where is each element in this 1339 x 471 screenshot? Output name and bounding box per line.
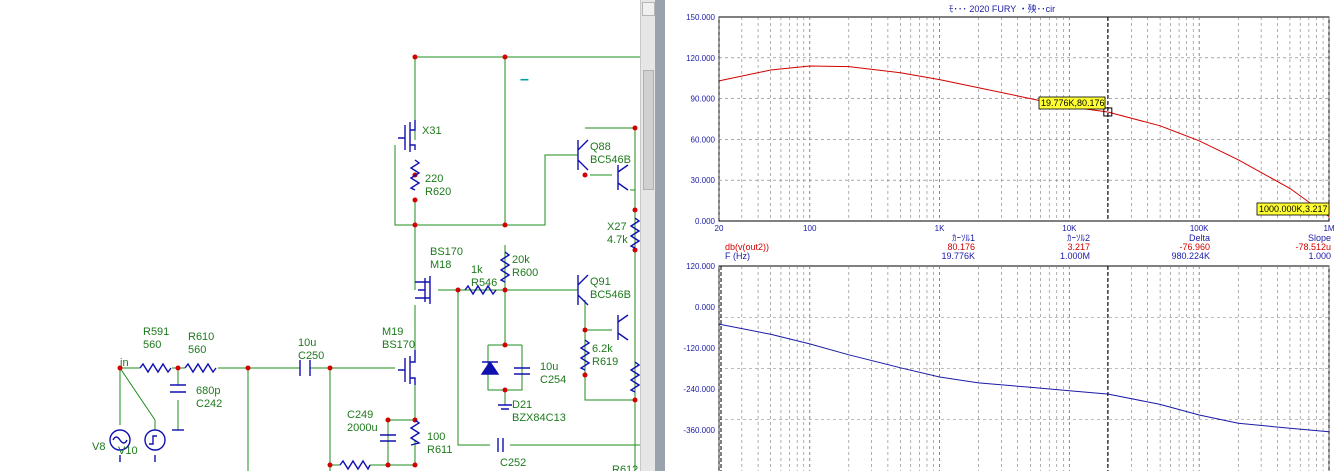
part-label-c242: C242 — [196, 398, 222, 410]
readout-header-1: ｶｰｿﾙ1 — [952, 233, 975, 243]
part-label-c254: C254 — [540, 374, 566, 386]
part-label-m18: M18 — [430, 259, 451, 271]
part-label-v10: V10 — [118, 445, 138, 457]
y-tick-label: 150.000 — [686, 13, 715, 22]
schematic-canvas[interactable]: – X31220R620Q88BC546BX274.7kBS170M181kR5… — [0, 0, 640, 471]
x-tick-label: 100K — [1190, 224, 1209, 233]
part-label-c250: C250 — [298, 350, 324, 362]
part-label-r611: R611 — [427, 444, 452, 456]
scroll-up-button[interactable] — [642, 2, 655, 16]
top-x-tick-labels: 20 100 1K 10K 100K 1M — [715, 224, 1335, 233]
part-label-m19: BS170 — [382, 339, 415, 351]
top-plot[interactable]: ﾓ･･･ 2020 FURY ・殃･･cir 150.000 120.000 90.… — [686, 4, 1335, 233]
part-label-r620: R620 — [425, 186, 451, 198]
bottom-grid — [718, 266, 1330, 471]
x-tick-label: 10K — [1062, 224, 1077, 233]
y-tick-label: 120.000 — [686, 262, 715, 271]
part-label-r612: R612 — [612, 464, 638, 471]
readout-row-2-c1: 19.776K — [941, 251, 975, 261]
part-label-q91: Q91 — [590, 276, 611, 288]
part-label-in: in — [120, 357, 129, 369]
svg-text:19.776K,80.176: 19.776K,80.176 — [1041, 98, 1105, 108]
part-label-r546: 1k — [471, 264, 483, 276]
scroll-thumb[interactable] — [643, 70, 654, 190]
readout-row-2-name: F (Hz) — [725, 251, 750, 261]
junction-dots — [117, 54, 638, 468]
top-plot-frame — [718, 16, 1330, 222]
bottom-plot[interactable]: 120.000 0.000 -120.000 -240.000 -360.000 — [683, 262, 1330, 471]
part-label-r591: 560 — [143, 339, 161, 351]
y-tick-label: 120.000 — [686, 54, 715, 63]
readout-row-1-delta: -76.960 — [1179, 242, 1210, 252]
cursor-readout: ｶｰｿﾙ1 ｶｰｿﾙ2 Delta Slope db(v(out2)) 80.1… — [725, 233, 1331, 261]
part-label-r619: R619 — [592, 356, 618, 368]
readout-row-2-delta: 980.224K — [1171, 251, 1210, 261]
component-symbols — [109, 120, 640, 471]
y-tick-label: -360.000 — [683, 426, 715, 435]
svg-text:1000.000K,3.217: 1000.000K,3.217 — [1259, 204, 1328, 214]
part-label-x31: X31 — [422, 125, 442, 137]
readout-row-1-name: db(v(out2)) — [725, 242, 769, 252]
readout-row-1-c1: 80.176 — [947, 242, 975, 252]
part-label-c242: 680p — [196, 385, 220, 397]
part-label-x27: X27 — [607, 221, 627, 233]
part-label-r619: 6.2k — [592, 343, 613, 355]
x-tick-label: 20 — [715, 224, 724, 233]
part-label-q91: BC546B — [590, 289, 631, 301]
part-label-c249: C249 — [347, 409, 373, 421]
y-tick-label: 30.000 — [691, 176, 716, 185]
pane-splitter[interactable] — [655, 0, 665, 471]
magnitude-trace — [718, 65, 1330, 218]
readout-header-2: ｶｰｿﾙ2 — [1067, 233, 1090, 243]
readout-row-2-slope: 1.000 — [1308, 251, 1331, 261]
y-tick-label: 0.000 — [695, 303, 716, 312]
top-grid — [718, 17, 1330, 221]
cursor-2-label: 1000.000K,3.217 — [1256, 202, 1330, 216]
part-label-d21: D21 — [512, 399, 532, 411]
part-label-q88: Q88 — [590, 141, 611, 153]
part-label-r600: R600 — [512, 267, 538, 279]
x-tick-label: 1K — [935, 224, 945, 233]
part-label-r591: R591 — [143, 326, 169, 338]
x-tick-label: 100 — [803, 224, 817, 233]
y-tick-label: 0.000 — [695, 217, 716, 226]
readout-row-2-c2: 1.000M — [1060, 251, 1090, 261]
readout-header-3: Delta — [1189, 233, 1210, 243]
part-label-c249: 2000u — [347, 422, 378, 434]
part-label-r546: R546 — [471, 277, 497, 289]
part-label-d21: BZX84C13 — [512, 412, 566, 424]
top-y-tick-labels: 150.000 120.000 90.000 60.000 30.000 0.000 — [686, 13, 715, 226]
part-label-c254: 10u — [540, 361, 558, 373]
part-label-r610: 560 — [188, 344, 206, 356]
vertical-scrollbar[interactable] — [640, 0, 656, 471]
cursor-1-marker[interactable] — [1103, 107, 1113, 117]
part-label-c250: 10u — [298, 337, 316, 349]
y-tick-label: -120.000 — [683, 344, 715, 353]
part-label-r620: 220 — [425, 173, 443, 185]
readout-row-1-slope: -78.512u — [1295, 242, 1331, 252]
phase-trace — [718, 323, 1330, 433]
part-label-r610: R610 — [188, 331, 214, 343]
bottom-y-tick-labels: 120.000 0.000 -120.000 -240.000 -360.000 — [683, 262, 715, 435]
part-label-x27: 4.7k — [607, 234, 628, 246]
part-label-r600: 20k — [512, 254, 530, 266]
part-label-m19: M19 — [382, 326, 403, 338]
cursor-1-label: 19.776K,80.176 — [1038, 96, 1106, 110]
part-label-q88: BC546B — [590, 154, 631, 166]
probe-marker: – — [520, 71, 529, 88]
x-tick-label: 1M — [1323, 224, 1334, 233]
part-label-v8: V8 — [92, 441, 105, 453]
plot-title: ﾓ･･･ 2020 FURY ・殃･･cir — [949, 4, 1055, 14]
waveform-viewer[interactable]: ﾓ･･･ 2020 FURY ・殃･･cir 150.000 120.000 90.… — [665, 0, 1339, 471]
y-tick-label: 60.000 — [691, 135, 716, 144]
part-label-m18: BS170 — [430, 246, 463, 258]
readout-row-1-c2: 3.217 — [1067, 242, 1090, 252]
readout-header-4: Slope — [1308, 233, 1331, 243]
part-label-c252: C252 — [500, 457, 526, 469]
y-tick-label: 90.000 — [691, 95, 716, 104]
y-tick-label: -240.000 — [683, 385, 715, 394]
part-label-r611: 100 — [427, 431, 445, 443]
